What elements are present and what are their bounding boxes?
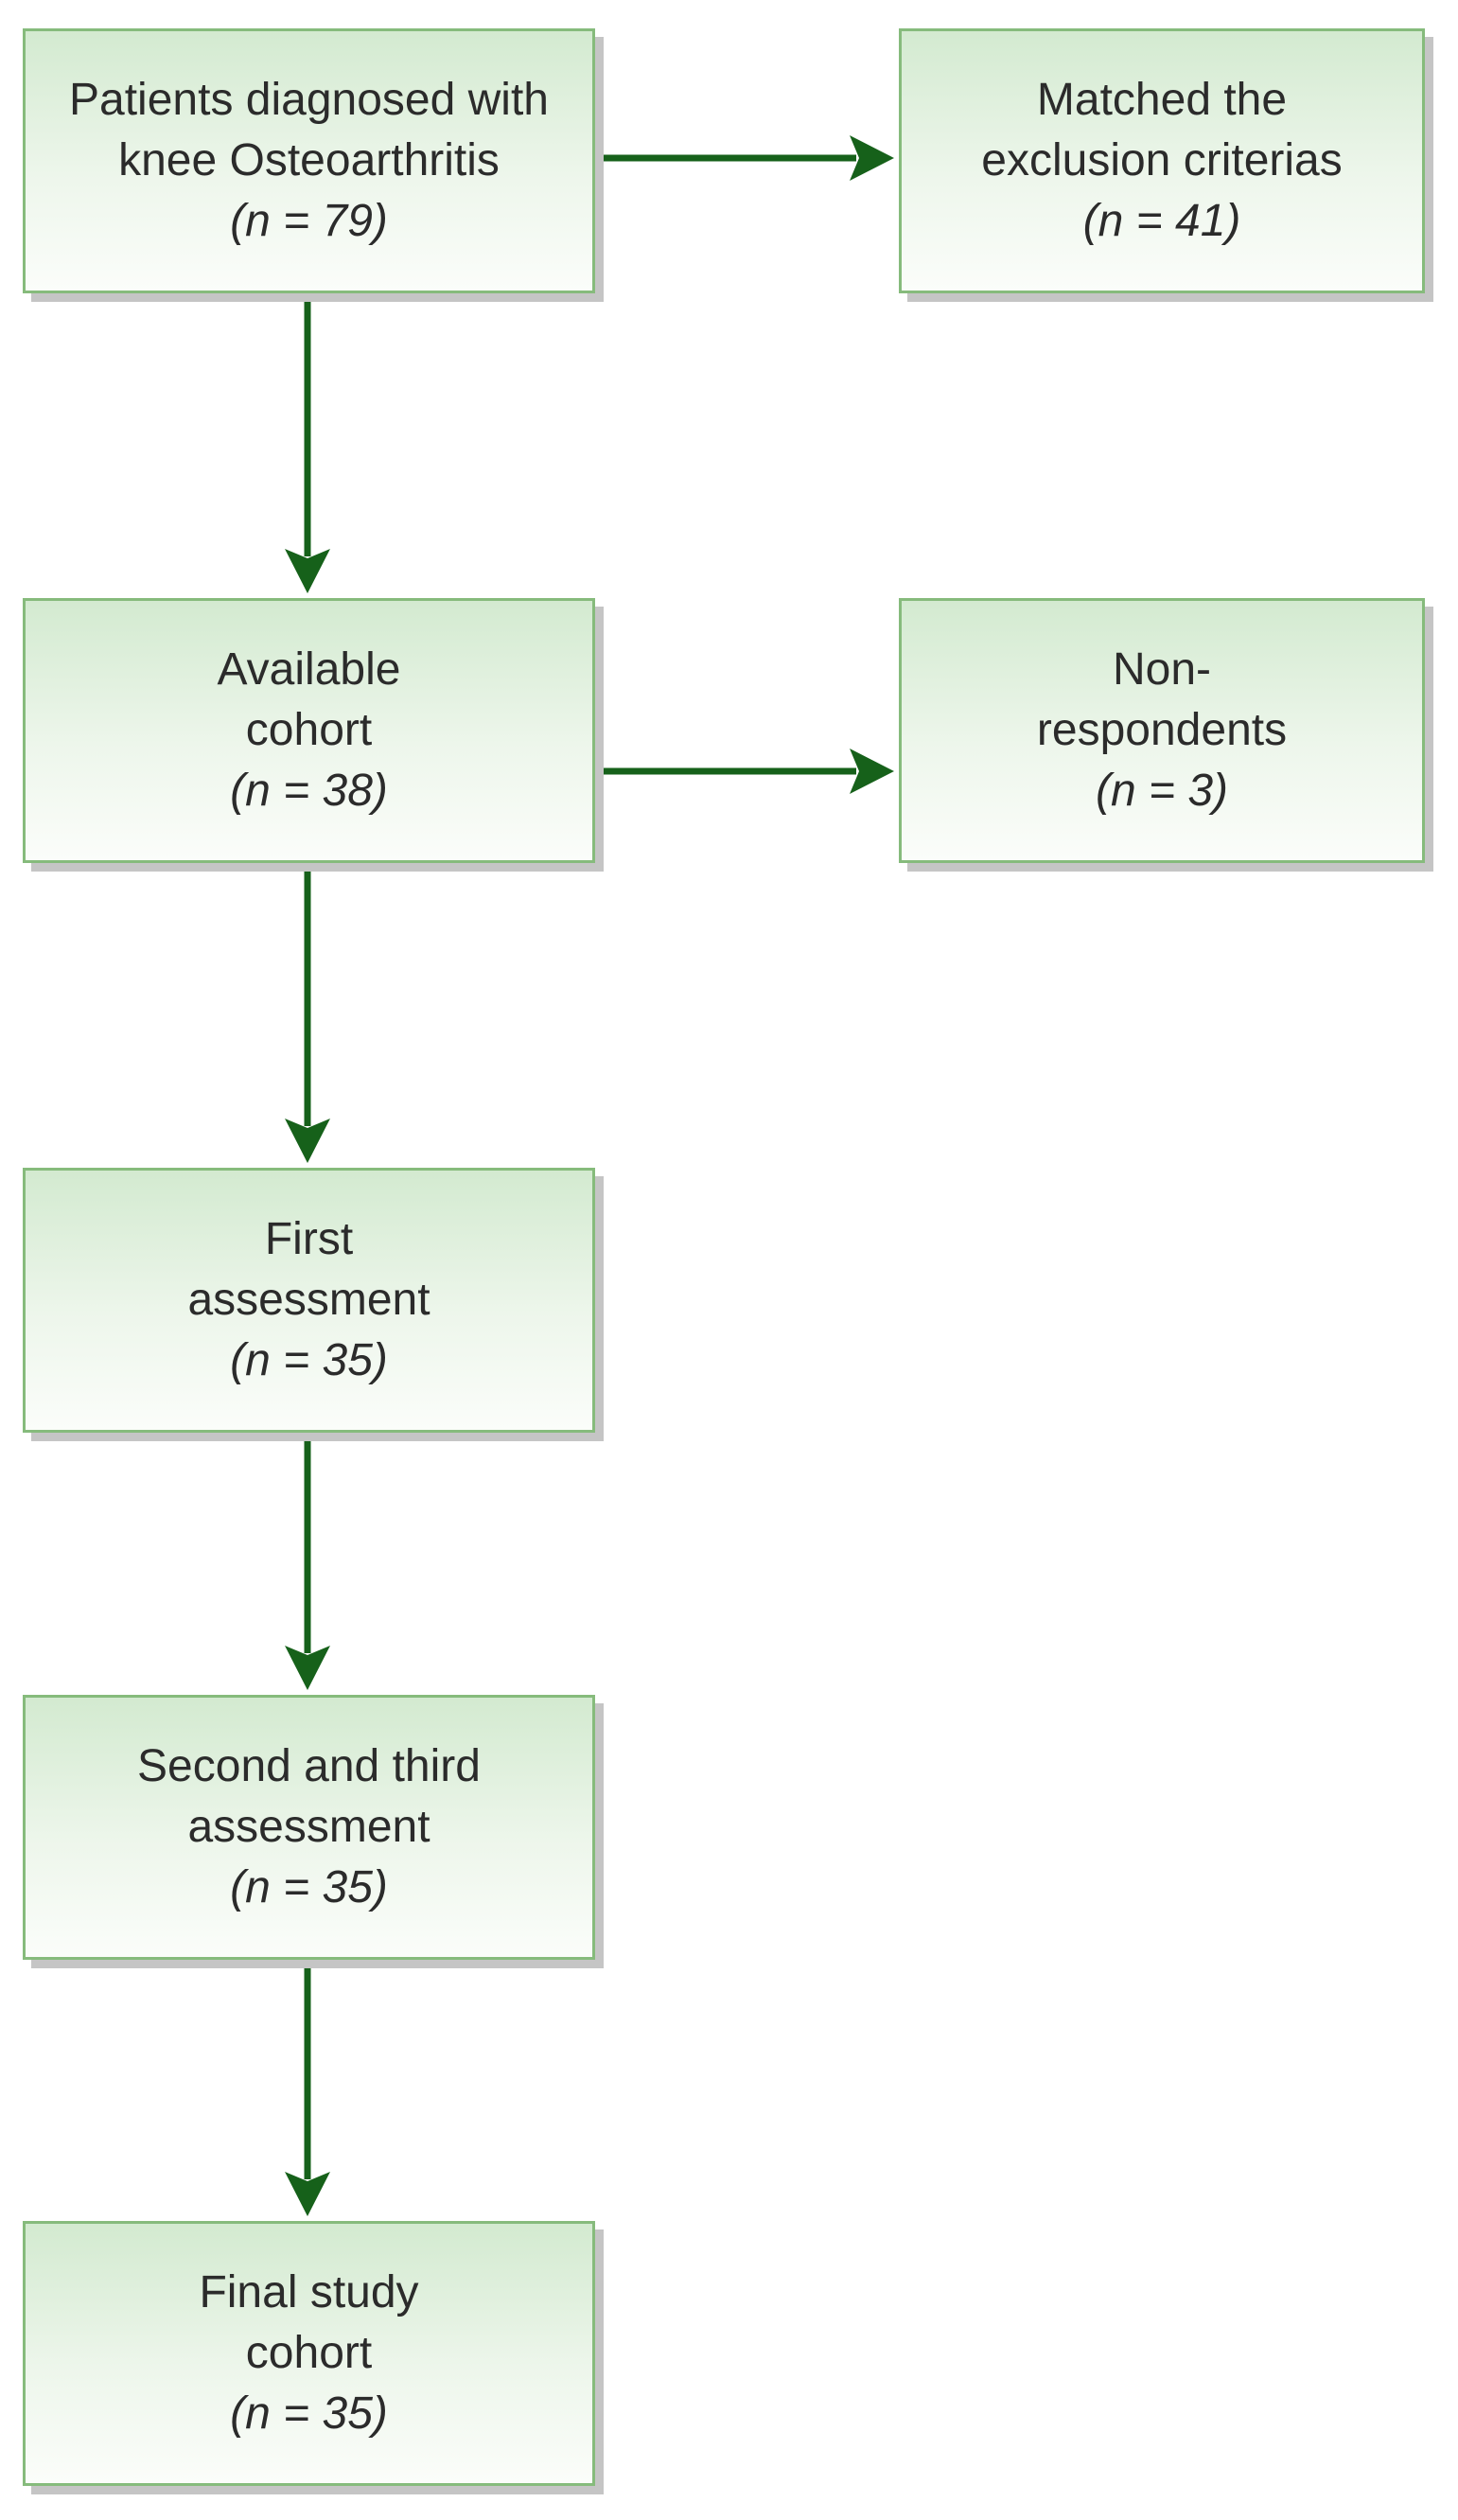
box-label-line2: respondents <box>1036 705 1288 755</box>
box-label-line2: cohort <box>245 705 373 755</box>
box-count: (n = 35) <box>230 2388 388 2439</box>
arrow-head <box>850 749 894 794</box>
box-non-respondents: Non- respondents (n = 3) <box>899 598 1425 863</box>
box-label-line1: Second and third <box>137 1741 481 1791</box>
box-label-line1: Available <box>217 644 401 695</box>
box-count: (n = 38) <box>230 766 388 816</box>
box-label-line2: knee Osteoarthritis <box>118 135 500 185</box>
box-label-line1: Patients diagnosed with <box>69 75 549 125</box>
arrow-patients-to-excluded <box>595 135 894 181</box>
box-count: (n = 79) <box>230 196 388 246</box>
arrow-second-to-final <box>285 1960 330 2216</box>
box-count: (n = 41) <box>1082 196 1241 246</box>
arrow-head <box>285 1646 330 1690</box>
box-count: (n = 3) <box>1095 766 1229 816</box>
box-label-line2: exclusion criterias <box>981 135 1343 185</box>
box-count: (n = 35) <box>230 1335 388 1385</box>
box-label-line2: cohort <box>245 2328 373 2378</box>
box-available-cohort: Available cohort (n = 38) <box>23 598 595 863</box>
box-label-line1: Final study <box>199 2267 419 2317</box>
box-first-assessment: First assessment (n = 35) <box>23 1168 595 1433</box>
box-label-line1: Non- <box>1112 644 1212 695</box>
box-label-line2: assessment <box>187 1275 430 1325</box>
box-patients-diagnosed: Patients diagnosed with knee Osteoarthri… <box>23 28 595 293</box>
box-label-line1: Matched the <box>1036 75 1288 125</box>
box-second-third-assessment: Second and third assessment (n = 35) <box>23 1695 595 1960</box>
box-label-line2: assessment <box>187 1802 430 1852</box>
arrow-head <box>285 2172 330 2216</box>
box-exclusion-criteria: Matched the exclusion criterias (n = 41) <box>899 28 1425 293</box>
arrow-patients-to-available <box>285 293 330 593</box>
arrow-head <box>850 135 894 181</box>
arrow-available-to-nonrespondents <box>595 749 894 794</box>
box-count: (n = 35) <box>230 1862 388 1912</box>
arrow-head <box>285 549 330 593</box>
box-final-study-cohort: Final study cohort (n = 35) <box>23 2221 595 2486</box>
arrow-head <box>285 1119 330 1163</box>
box-label-line1: First <box>264 1214 354 1264</box>
arrow-available-to-first <box>285 863 330 1163</box>
arrow-first-to-second <box>285 1433 330 1690</box>
